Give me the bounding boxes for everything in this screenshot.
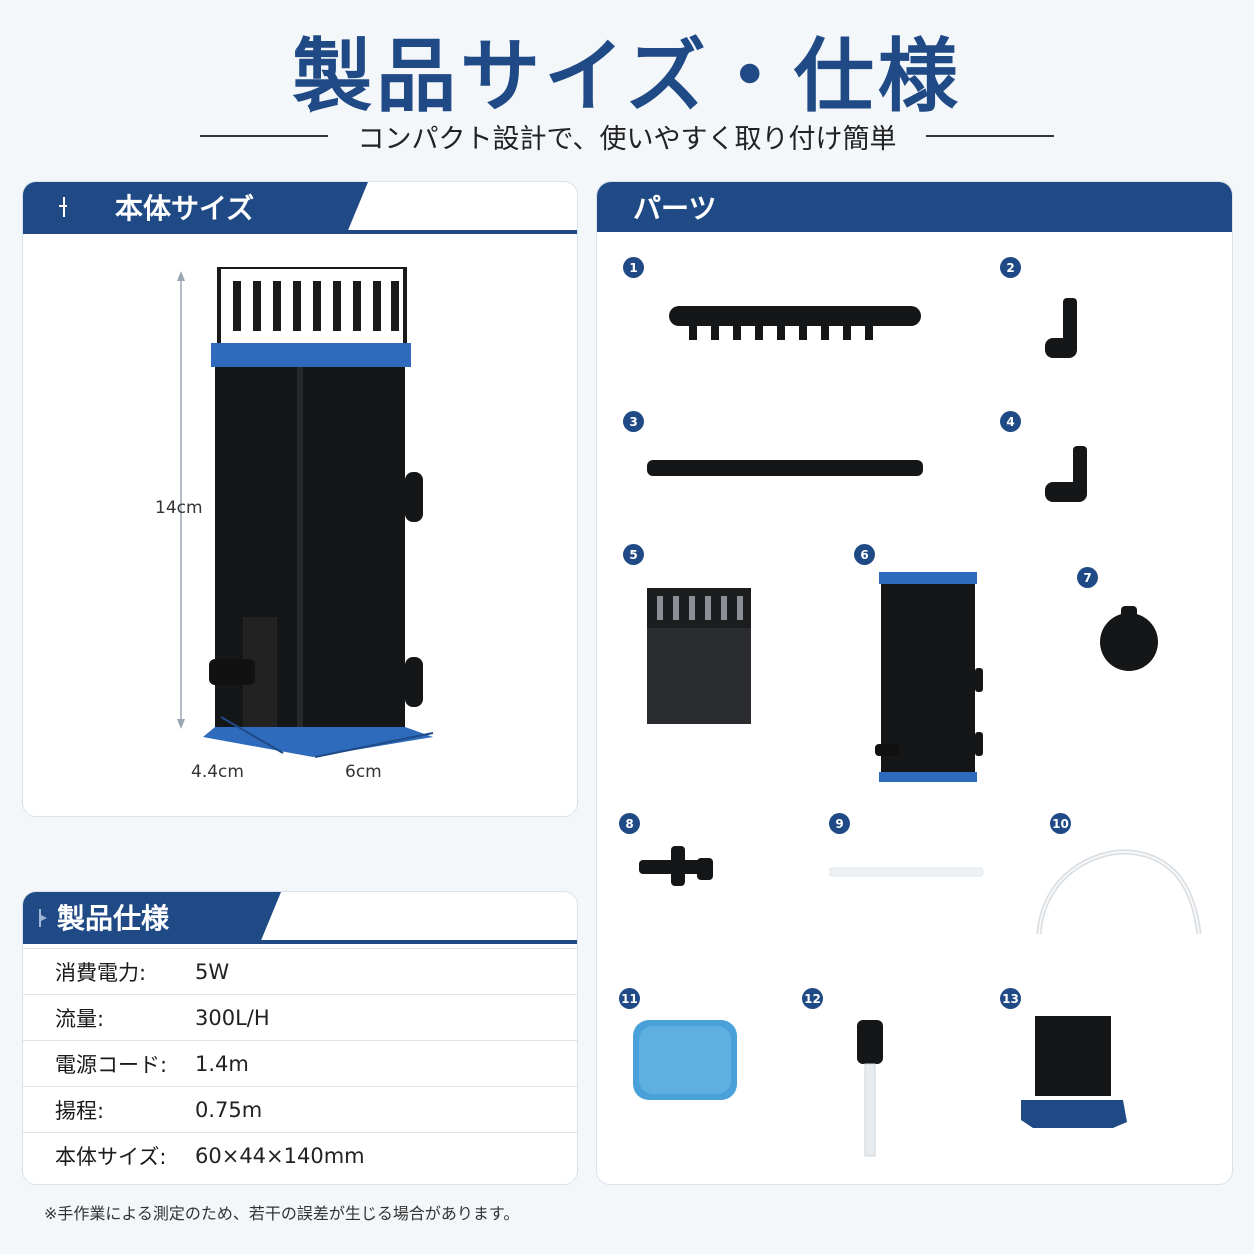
- width-label: 6cm: [345, 762, 382, 782]
- divider-right: [926, 135, 1055, 137]
- spec-key: 揚程:: [55, 1098, 105, 1123]
- part-number-10: 10: [1050, 813, 1071, 834]
- header-strip-spec: [23, 940, 577, 944]
- spec-key: 流量:: [55, 1006, 105, 1031]
- spec-key: 電源コード:: [55, 1052, 168, 1077]
- parts-panel-header: パーツ: [597, 182, 1232, 232]
- header-mark-icon: [59, 197, 67, 217]
- subtitle-row: コンパクト設計で、使いやすく取り付け簡単: [200, 118, 1055, 155]
- spec-value: 0.75m: [195, 1097, 263, 1122]
- filter-product-image: [177, 267, 434, 758]
- depth-label: 4.4cm: [191, 762, 244, 782]
- part-number-3: 3: [623, 411, 644, 432]
- spec-value: 5W: [195, 959, 230, 984]
- part-number-12: 12: [802, 988, 823, 1009]
- part-number-7: 7: [1077, 567, 1098, 588]
- water-pump-part: [1021, 1016, 1127, 1128]
- spec-value: 300L/H: [195, 1005, 270, 1030]
- spec-panel-title: 製品仕様: [57, 902, 170, 935]
- straight-pipe-part: [647, 460, 923, 476]
- spec-row: 流量: 300L/H: [23, 994, 577, 1040]
- size-panel-title: 本体サイズ: [115, 192, 255, 225]
- part-number-4: 4: [1000, 411, 1021, 432]
- footnote: ※手作業による測定のため、若干の誤差が生じる場合があります。: [44, 1204, 520, 1223]
- size-panel-header: 本体サイズ: [23, 182, 368, 232]
- spec-value: 1.4m: [195, 1051, 249, 1076]
- part-number-13: 13: [1000, 988, 1021, 1009]
- suction-cup-part: [1100, 606, 1158, 671]
- filter-basket-part: [647, 588, 751, 724]
- part-number-8: 8: [619, 813, 640, 834]
- parts-panel: パーツ 1 2 3 4 5 6 7: [596, 181, 1233, 1185]
- spec-panel: 製品仕様 消費電力: 5W 流量: 300L/H 電源コード: 1.4m 揚程:…: [22, 891, 578, 1185]
- header-strip: [23, 230, 577, 234]
- height-label: 14cm: [155, 498, 203, 518]
- filter-sponge-part: [633, 1020, 737, 1100]
- spec-panel-header: 製品仕様: [23, 892, 281, 942]
- elbow-connector-part: [1045, 298, 1077, 358]
- part-number-11: 11: [619, 988, 640, 1009]
- air-valve-part: [857, 1020, 883, 1157]
- part-number-6: 6: [854, 544, 875, 565]
- spec-row: 消費電力: 5W: [23, 948, 577, 994]
- part-number-5: 5: [623, 544, 644, 565]
- page-title: 製品サイズ・仕様: [292, 30, 962, 123]
- part-number-9: 9: [829, 813, 850, 834]
- spray-bar-part: [669, 306, 921, 340]
- spec-value: 60×44×140mm: [195, 1143, 365, 1168]
- size-panel: 本体サイズ 14cm: [22, 181, 578, 817]
- subtitle: コンパクト設計で、使いやすく取り付け簡単: [357, 123, 897, 155]
- elbow-connector-part-2: [1045, 446, 1087, 502]
- spec-row: 電源コード: 1.4m: [23, 1040, 577, 1086]
- valve-connector-part: [639, 846, 713, 886]
- part-number-1: 1: [623, 257, 644, 278]
- spec-row: 本体サイズ: 60×44×140mm: [23, 1132, 577, 1178]
- clear-tube-part: [829, 867, 984, 877]
- filter-body-part: [875, 572, 983, 782]
- header-mark-icon-spec: [39, 909, 47, 927]
- spec-key: 本体サイズ:: [55, 1144, 167, 1169]
- divider-left: [200, 135, 328, 137]
- air-hose-part: [1036, 849, 1202, 935]
- spec-key: 消費電力:: [55, 960, 147, 985]
- parts-panel-title: パーツ: [633, 192, 717, 225]
- part-number-2: 2: [1000, 257, 1021, 278]
- spec-row: 揚程: 0.75m: [23, 1086, 577, 1132]
